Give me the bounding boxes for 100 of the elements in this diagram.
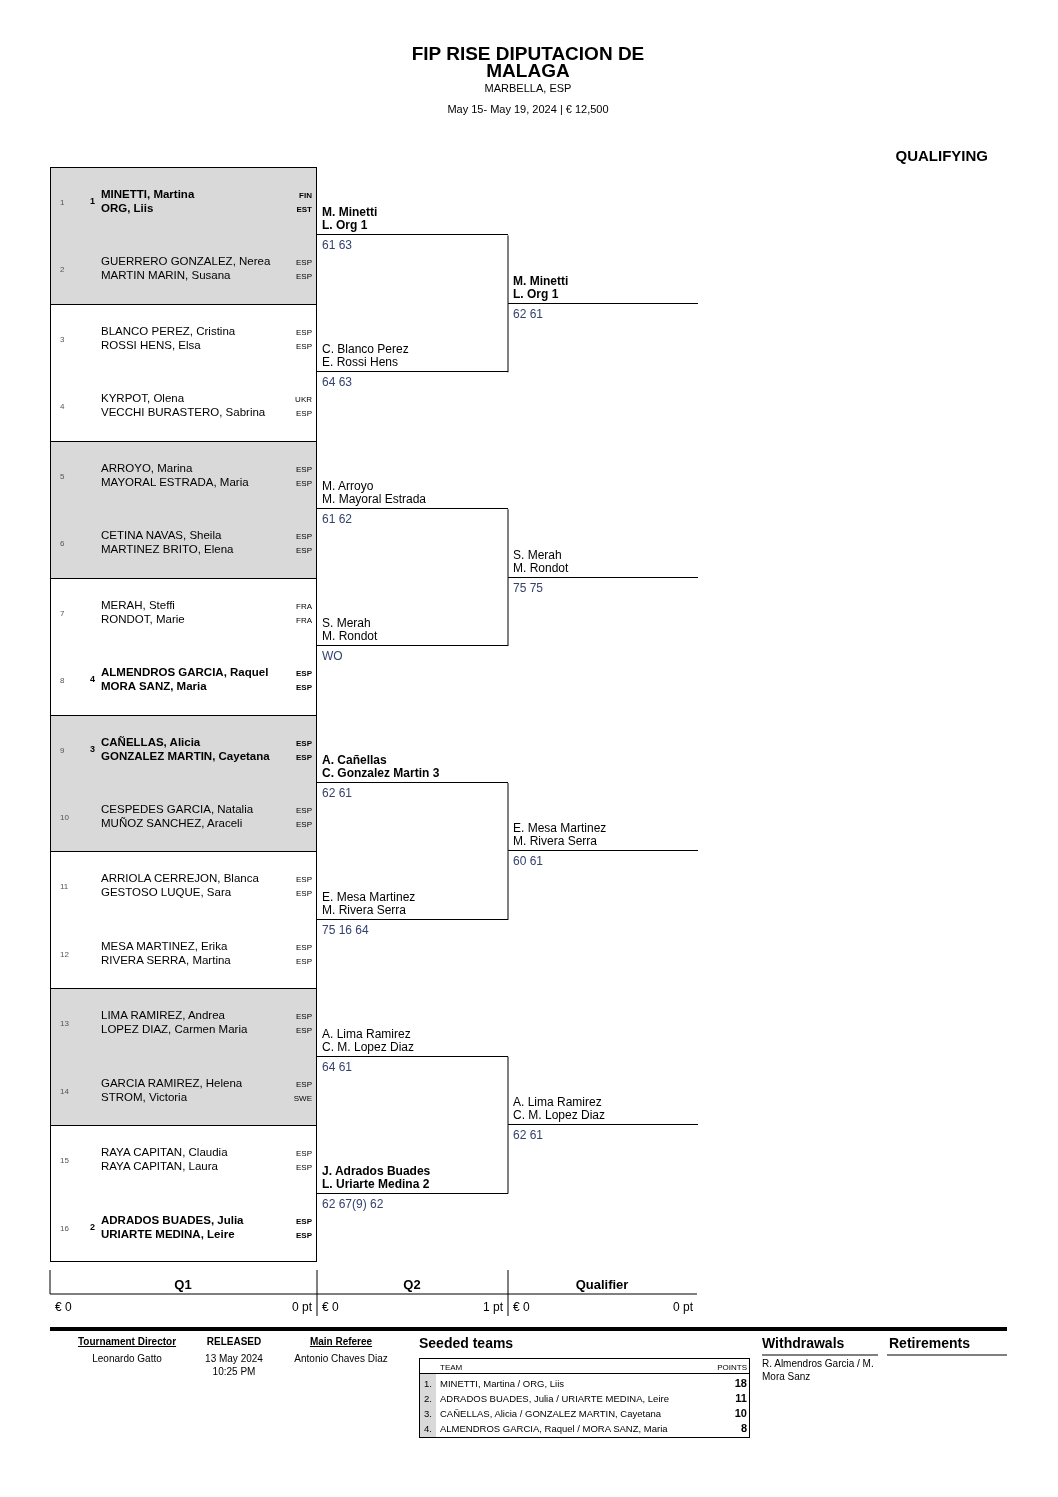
- match-score: 62 61: [513, 306, 544, 321]
- seed-number: 4: [90, 673, 95, 687]
- player-name: ARROYO, Marina: [101, 461, 193, 475]
- country-code: UKR: [295, 394, 312, 407]
- player-name: CESPEDES GARCIA, Natalia: [101, 802, 254, 816]
- footer-heading: RELEASED: [206, 1335, 262, 1348]
- player-name: M. Minetti: [513, 274, 569, 288]
- draw-number: 7: [60, 607, 65, 620]
- column-header: POINTS: [717, 1362, 747, 1374]
- country-code: ESP: [296, 1162, 312, 1175]
- country-code: FIN: [299, 190, 312, 202]
- prize-money: € 0: [322, 1301, 339, 1314]
- player-name: RAYA CAPITAN, Laura: [101, 1160, 218, 1174]
- bracket-line: [507, 1056, 509, 1126]
- points-value: 0 pt: [292, 1301, 312, 1314]
- country-code: ESP: [296, 668, 312, 681]
- country-code: ESP: [296, 340, 312, 353]
- column-header: TEAM: [440, 1362, 463, 1374]
- match-score: 64 61: [322, 1059, 353, 1074]
- bracket-line: [507, 1124, 509, 1195]
- location-text: MARBELLA, ESP: [484, 82, 572, 95]
- draw-number: 5: [60, 470, 65, 483]
- player-name: ROSSI HENS, Elsa: [101, 338, 201, 352]
- team-name: ALMENDROS GARCIA, Raquel / MORA SANZ, Maria: [440, 1422, 668, 1435]
- player-name: S. Merah: [322, 617, 371, 631]
- country-code: ESP: [296, 818, 312, 831]
- draw-number: 15: [60, 1155, 69, 1168]
- player-entry: [50, 509, 317, 578]
- draw-number: 12: [60, 948, 69, 961]
- prize-money: € 0: [55, 1301, 72, 1314]
- player-name: VECCHI BURASTERO, Sabrina: [101, 406, 266, 420]
- country-code: ESP: [296, 737, 312, 750]
- player-entry: [50, 303, 317, 373]
- team-name: ADRADOS BUADES, Julia / URIARTE MEDINA, Leire: [440, 1392, 669, 1405]
- player-name: A. Cañellas: [322, 753, 387, 767]
- player-name: E. Rossi Hens: [322, 356, 399, 370]
- country-code: ESP: [296, 1148, 312, 1161]
- points-value: 18: [734, 1377, 747, 1390]
- player-entry: [50, 851, 317, 920]
- official-name: Antonio Chaves Diaz: [294, 1352, 388, 1365]
- country-code: ESP: [296, 1229, 312, 1242]
- match-score: WO: [322, 649, 343, 664]
- player-entry: [50, 1193, 317, 1262]
- player-name: KYRPOT, Olena: [101, 392, 185, 406]
- player-name: ORG, Liis: [101, 202, 154, 215]
- row-number: 4.: [424, 1422, 432, 1435]
- match-score: 62 67(9) 62: [322, 1196, 384, 1211]
- player-name: MUÑOZ SANCHEZ, Araceli: [101, 816, 243, 830]
- round-heading: Q2: [403, 1278, 421, 1291]
- draw-number: 16: [60, 1222, 69, 1235]
- seed-number: 1: [90, 195, 95, 208]
- player-name: MORA SANZ, Maria: [101, 680, 207, 694]
- match-score: 75 16 64: [322, 922, 369, 937]
- player-name: MERAH, Steffi: [101, 598, 175, 612]
- prize-money: € 0: [513, 1301, 530, 1314]
- country-code: ESP: [296, 1215, 312, 1228]
- player-name: ARRIOLA CERREJON, Blanca: [101, 872, 259, 886]
- player-name: M. Minetti: [322, 206, 378, 220]
- country-code: ESP: [296, 682, 312, 695]
- country-code: ESP: [296, 751, 312, 764]
- team-name: CAÑELLAS, Alicia / GONZALEZ MARTIN, Cayetana: [440, 1407, 662, 1420]
- player-name: M. Rivera Serra: [322, 903, 407, 917]
- draw-number: 3: [60, 333, 65, 346]
- row-number: 3.: [424, 1407, 432, 1420]
- country-code: ESP: [296, 1011, 312, 1024]
- section-heading: Withdrawals: [762, 1337, 845, 1350]
- player-name: RAYA CAPITAN, Claudia: [101, 1146, 228, 1160]
- country-code: ESP: [296, 271, 312, 284]
- draw-number: 2: [60, 264, 65, 277]
- bracket-line: [507, 234, 509, 305]
- country-code: ESP: [296, 941, 312, 954]
- player-name: GONZALEZ MARTIN, Cayetana: [101, 749, 270, 763]
- points-value: 0 pt: [673, 1301, 693, 1314]
- player-name: S. Merah: [513, 548, 562, 562]
- bracket-line: [507, 782, 509, 852]
- points-value: 11: [735, 1392, 747, 1405]
- footer-heading: Tournament Director: [77, 1335, 177, 1348]
- bracket-line: [507, 577, 509, 647]
- player-name: MARTINEZ BRITO, Elena: [101, 543, 234, 557]
- date-prize-text: May 15- May 19, 2024 | € 12,500: [447, 103, 609, 116]
- country-code: ESP: [296, 326, 312, 339]
- player-entry: [50, 646, 317, 715]
- player-entry: [50, 440, 317, 510]
- player-entry: [50, 919, 317, 989]
- match-score: 62 61: [513, 1128, 544, 1143]
- player-name: MARTIN MARIN, Susana: [101, 269, 231, 283]
- country-code: ESP: [296, 804, 312, 817]
- player-entry: [50, 714, 317, 783]
- section-heading: Retirements: [889, 1337, 970, 1350]
- footer-heading: Main Referee: [309, 1335, 373, 1348]
- player-entry: [50, 1125, 317, 1194]
- player-name: E. Mesa Martinez: [322, 890, 416, 904]
- country-code: FRA: [296, 600, 312, 613]
- country-code: ESP: [296, 463, 312, 476]
- player-entry: [50, 235, 317, 304]
- round-heading: Q1: [174, 1278, 192, 1291]
- player-name: URIARTE MEDINA, Leire: [101, 1227, 235, 1241]
- bracket-line: [507, 850, 509, 921]
- country-code: ESP: [296, 955, 312, 968]
- player-name: CAÑELLAS, Alicia: [101, 735, 201, 749]
